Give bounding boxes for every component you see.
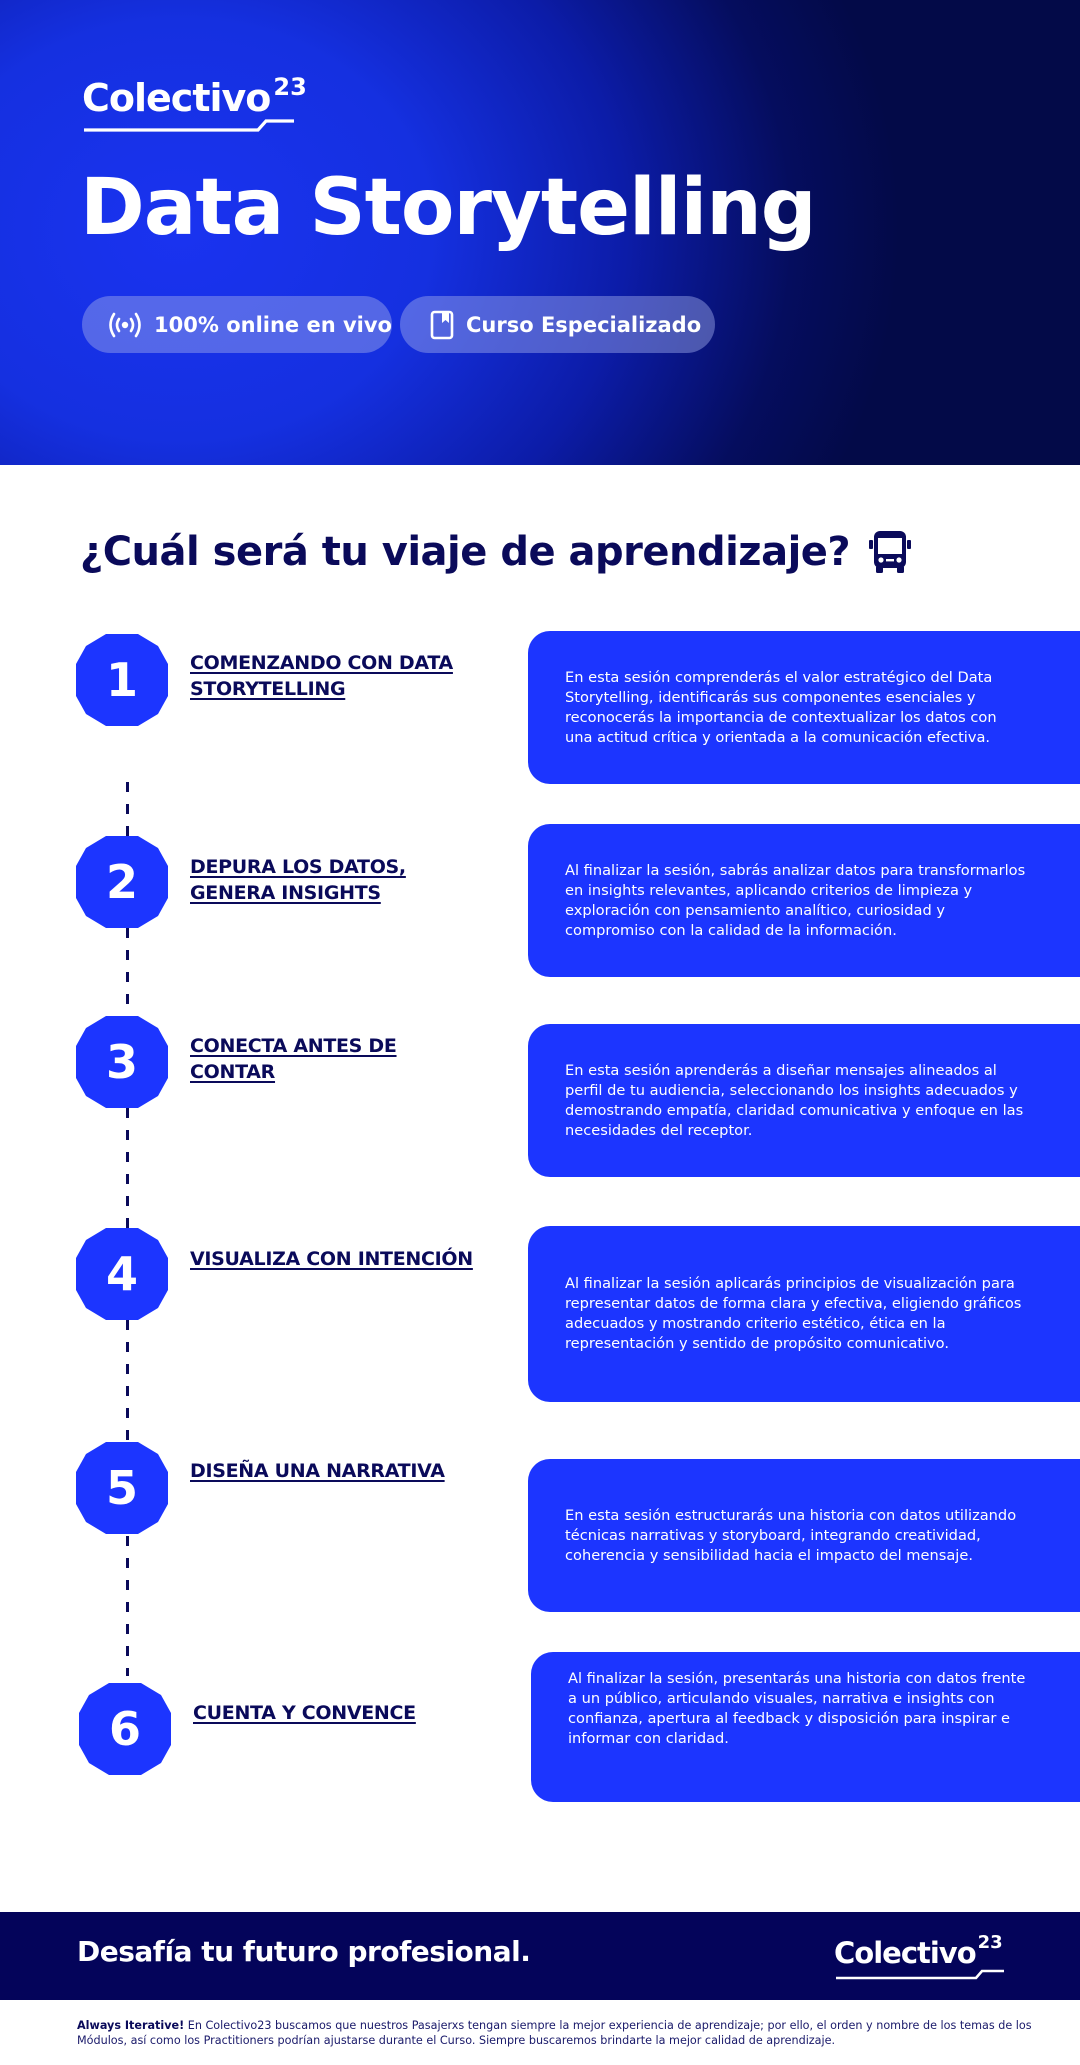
step-description: En esta sesión comprenderás el valor est…: [565, 668, 997, 746]
logo-superscript: 23: [977, 1932, 1003, 1953]
timeline-connector: [126, 782, 129, 836]
dodecagon-shape-icon: [76, 634, 168, 726]
step-description: Al finalizar la sesión aplicarás princip…: [565, 1275, 1022, 1352]
disclaimer-text: En Colectivo23 buscamos que nuestros Pas…: [77, 2019, 1032, 2047]
dodecagon-shape-icon: [79, 1683, 171, 1775]
step-number-badge: 4: [76, 1228, 168, 1320]
course-type-label: Curso Especializado: [466, 312, 702, 337]
step-title: CONECTA ANTES DE CONTAR: [190, 1035, 397, 1083]
timeline-connector: [126, 928, 129, 1018]
footer-brand-logo: Colectivo 23: [834, 1932, 1004, 1980]
page-title: Data Storytelling: [80, 163, 817, 253]
step-description: En esta sesión aprenderás a diseñar mens…: [565, 1061, 1024, 1139]
logo-underline-icon: [836, 1969, 1004, 1980]
logo-wordmark: Colectivo: [834, 1936, 977, 1970]
bus-icon: [869, 531, 912, 573]
step-title: CUENTA Y CONVENCE: [193, 1702, 416, 1724]
step-description: En esta sesión estructurarás una histori…: [565, 1506, 1017, 1564]
timeline-connector: [126, 1320, 129, 1444]
step-description-card: En esta sesión comprenderás el valor est…: [528, 631, 1080, 784]
journey-heading: ¿Cuál será tu viaje de aprendizaje?: [80, 528, 914, 576]
step-number-badge: 6: [79, 1683, 171, 1775]
disclaimer-heading: Always Iterative!: [77, 2019, 185, 2032]
timeline-connector: [126, 1108, 129, 1230]
step-number-badge: 3: [76, 1016, 168, 1108]
step-description-card: En esta sesión estructurarás una histori…: [528, 1459, 1080, 1612]
delivery-mode-label: 100% online en vivo: [154, 312, 392, 337]
step-description-card: En esta sesión aprenderás a diseñar mens…: [528, 1024, 1080, 1177]
broadcast-icon: [109, 312, 141, 337]
dodecagon-shape-icon: [76, 836, 168, 928]
logo-underline-icon: [84, 119, 294, 132]
step-title: DISEÑA UNA NARRATIVA: [190, 1460, 445, 1482]
step-description-card: Al finalizar la sesión, presentarás una …: [531, 1652, 1080, 1802]
dodecagon-shape-icon: [76, 1016, 168, 1108]
timeline-connector: [126, 1536, 129, 1676]
step-description-card: Al finalizar la sesión aplicarás princip…: [528, 1226, 1080, 1402]
delivery-mode-badge: 100% online en vivo: [82, 296, 392, 353]
footer-tagline: Desafía tu futuro profesional.: [77, 1935, 531, 1968]
step-title: COMENZANDO CON DATA STORYTELLING: [190, 652, 453, 700]
bookmark-book-icon: [430, 310, 454, 339]
disclaimer: Always Iterative! En Colectivo23 buscamo…: [77, 2018, 1037, 2048]
step-title: VISUALIZA CON INTENCIÓN: [190, 1248, 473, 1270]
dodecagon-shape-icon: [76, 1442, 168, 1534]
step-description: Al finalizar la sesión, sabrás analizar …: [565, 861, 1026, 939]
journey-title: ¿Cuál será tu viaje de aprendizaje?: [80, 529, 851, 575]
step-number-badge: 1: [76, 634, 168, 726]
step-number-badge: 5: [76, 1442, 168, 1534]
step-number-badge: 2: [76, 836, 168, 928]
step-description: Al finalizar la sesión, presentarás una …: [568, 1670, 1026, 1747]
brand-logo: Colectivo 23: [82, 73, 307, 132]
footer-band: [0, 1912, 1080, 2000]
step-description-card: Al finalizar la sesión, sabrás analizar …: [528, 824, 1080, 977]
course-type-badge: Curso Especializado: [400, 296, 715, 353]
logo-wordmark: Colectivo: [82, 76, 271, 120]
logo-superscript: 23: [273, 73, 307, 101]
hero-banner: Colectivo 23 Data Storytelling 100% onli…: [0, 0, 1080, 465]
dodecagon-shape-icon: [76, 1228, 168, 1320]
step-title: DEPURA LOS DATOS, GENERA INSIGHTS: [190, 856, 406, 904]
